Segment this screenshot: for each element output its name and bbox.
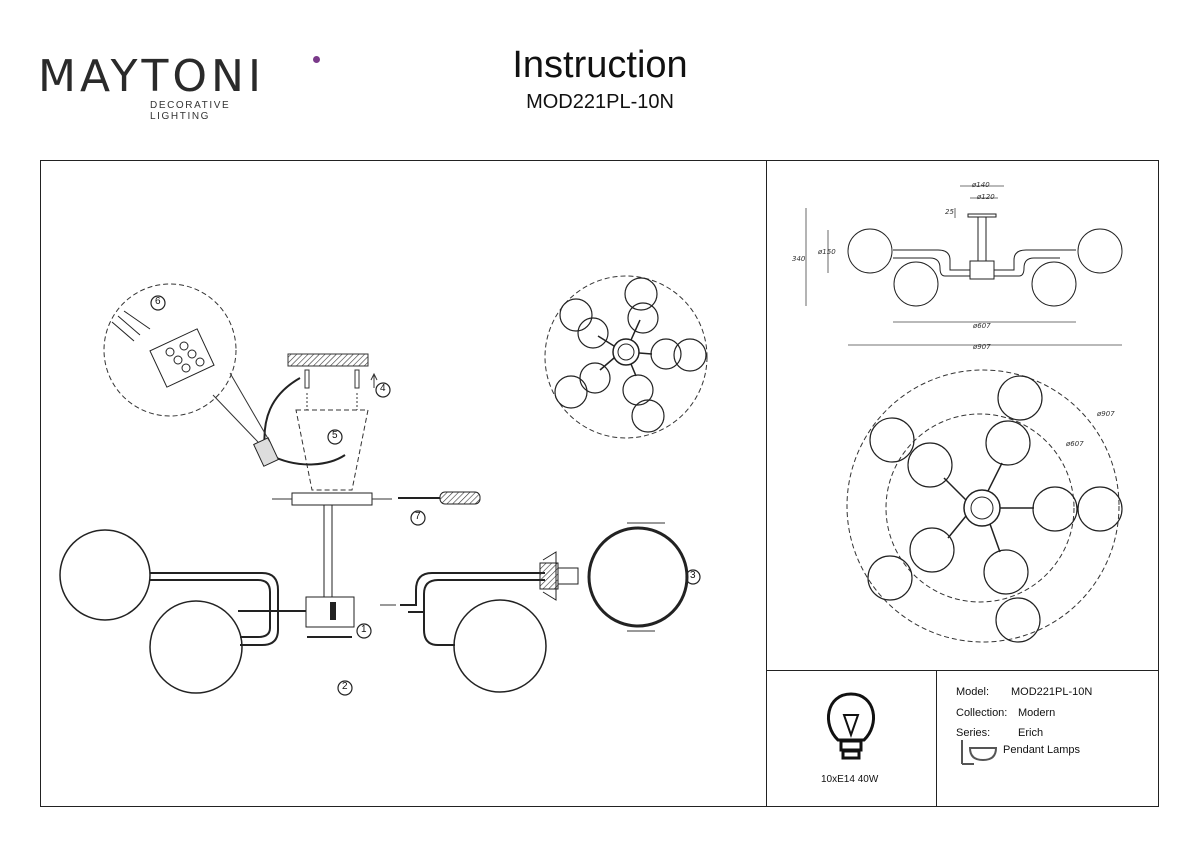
left-arm-inner	[150, 579, 271, 638]
top-view-hub-inner	[617, 343, 635, 361]
dim-340: 340	[792, 255, 806, 263]
drawing-frame	[40, 160, 1159, 807]
top-view-hub	[612, 338, 640, 366]
dim-120: ø120	[976, 193, 995, 201]
info-divider	[766, 670, 1159, 671]
step-markers	[150, 295, 701, 696]
brand-name: MAYTONI	[38, 51, 265, 102]
model-label: Model:	[956, 686, 990, 698]
anchor-screws	[304, 369, 378, 410]
frame-divider	[766, 160, 767, 807]
collection-label: Collection:	[956, 707, 1008, 719]
right-arm-outer	[400, 572, 545, 606]
plan-outline-907	[846, 369, 1120, 643]
suspension-rod	[323, 504, 333, 599]
plan-globes	[867, 375, 1123, 643]
top-view-globes	[554, 277, 707, 433]
brand-dot	[313, 56, 320, 63]
lamp-wire	[269, 454, 346, 466]
collection-value: Modern	[1018, 707, 1056, 719]
brand-tagline: DECORATIVE LIGHTING	[150, 100, 231, 122]
canopy-outline	[295, 409, 369, 491]
plan-dim-907: ø907	[1096, 410, 1115, 418]
model-code: MOD221PL-10N	[526, 91, 674, 113]
model-value: MOD221PL-10N	[1011, 686, 1093, 698]
top-view-arms	[597, 319, 653, 377]
step-2: 2	[342, 681, 348, 692]
plan-arms	[943, 462, 1034, 553]
terminal-detail-circle	[103, 283, 237, 417]
plan-hub	[963, 489, 1001, 527]
info-divider-vertical	[936, 670, 937, 807]
dim-25: 25	[945, 208, 954, 216]
step-3: 3	[690, 570, 696, 581]
dim-607: ø607	[972, 322, 991, 330]
step-6: 6	[155, 296, 161, 307]
elevation-drawing	[847, 213, 1123, 307]
plan-outline-607	[885, 413, 1075, 603]
step-5: 5	[332, 430, 338, 441]
bulb-spec: 10xE14 40W	[821, 774, 879, 785]
dim-907: ø907	[972, 343, 991, 351]
globe-left-top	[59, 529, 151, 621]
globe-left-bottom	[149, 600, 243, 694]
pendant-lamp-icon	[961, 740, 998, 765]
detail-pointer-1	[212, 394, 259, 443]
series-label: Series:	[956, 727, 991, 739]
screwdriver-icon	[398, 491, 481, 505]
dim-150: ø150	[817, 248, 836, 256]
supply-wire	[263, 377, 301, 451]
socket-icon	[539, 551, 579, 601]
plan-hub-inner	[970, 496, 994, 520]
step-1: 1	[361, 624, 367, 635]
bulb-icon	[827, 692, 875, 760]
step-7: 7	[415, 511, 421, 522]
dim-140: ø140	[971, 181, 990, 189]
plan-dim-607: ø607	[1065, 440, 1084, 448]
brand-logo: MAYTONI DECORATIVE LIGHTING	[38, 51, 320, 122]
terminal-block	[253, 437, 279, 467]
right-arm-inner	[408, 579, 545, 646]
detail-pointer-2	[229, 372, 271, 443]
ceiling-hatch	[287, 353, 369, 367]
step-4: 4	[380, 383, 386, 394]
page-title: Instruction	[512, 44, 688, 86]
series-value: Erich	[1018, 727, 1044, 739]
dimension-lines	[805, 185, 1122, 346]
terminal-block-detail	[111, 310, 215, 388]
hub-screw	[330, 602, 336, 620]
lamp-type: Pendant Lamps	[1003, 744, 1081, 756]
globe-detached	[587, 526, 689, 628]
mounting-bar	[291, 492, 373, 506]
top-view-outline	[544, 275, 708, 439]
globe-right-bottom	[453, 599, 547, 693]
